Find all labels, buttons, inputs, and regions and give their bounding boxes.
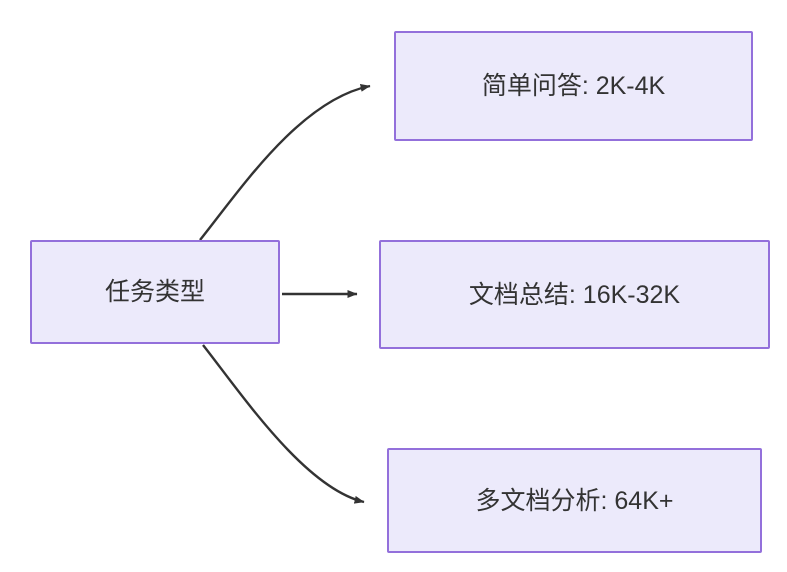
- edge-root-to-multi-doc: [202, 344, 365, 504]
- node-doc-summary-label: 文档总结: 16K-32K: [468, 280, 681, 309]
- node-multi-doc-label: 多文档分析: 64K+: [475, 486, 674, 515]
- node-doc-summary[interactable]: 文档总结: 16K-32K: [379, 240, 770, 349]
- node-root-label: 任务类型: [104, 278, 205, 306]
- edge-root-to-simple-qa: [199, 83, 371, 241]
- node-multi-doc[interactable]: 多文档分析: 64K+: [387, 448, 762, 553]
- node-root-task-type[interactable]: 任务类型: [30, 240, 280, 344]
- node-simple-qa[interactable]: 简单问答: 2K-4K: [394, 31, 753, 141]
- node-simple-qa-label: 简单问答: 2K-4K: [481, 72, 666, 100]
